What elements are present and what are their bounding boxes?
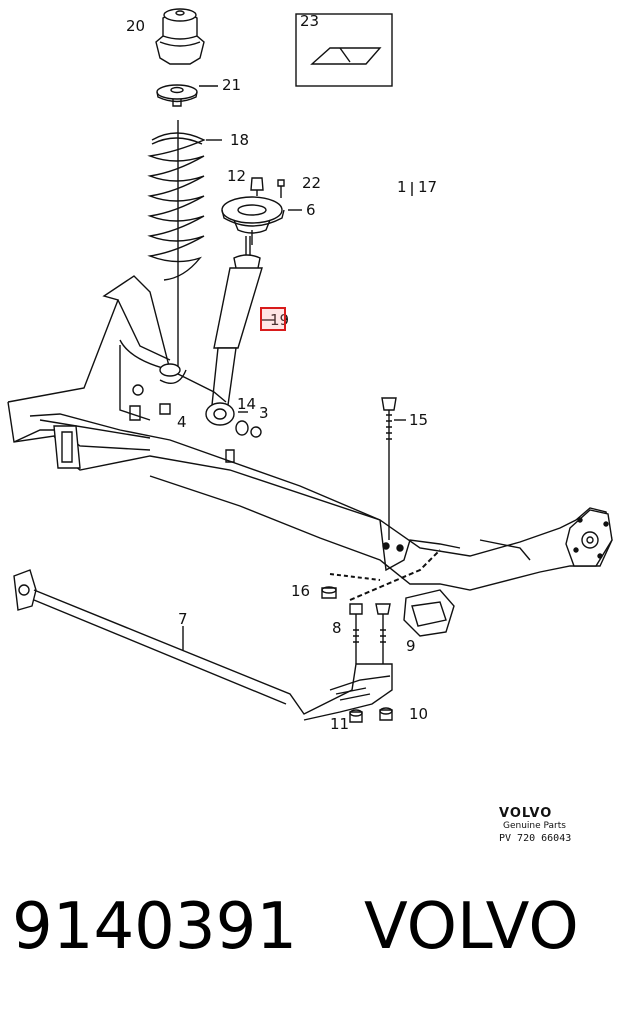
callout-1: 1 bbox=[397, 178, 407, 196]
diagram-reference: PV 720 66043 bbox=[499, 833, 572, 844]
callout-6: 6 bbox=[306, 201, 316, 219]
footer-brand: VOLVO bbox=[364, 890, 579, 964]
long-bolt-part bbox=[381, 397, 406, 540]
bolts-part-8-9 bbox=[349, 603, 391, 664]
callout-20: 20 bbox=[126, 17, 146, 35]
upper-spring-seat-part bbox=[156, 84, 218, 107]
top-mount-part bbox=[221, 177, 302, 245]
callout-3: 3 bbox=[259, 404, 269, 422]
suspension-exploded-diagram bbox=[7, 8, 613, 723]
rear-axle-beam bbox=[7, 275, 613, 637]
callout-21: 21 bbox=[222, 76, 242, 94]
callout-22: 22 bbox=[302, 174, 322, 192]
callout-17: 17 bbox=[418, 178, 438, 196]
inset-box-part-23 bbox=[295, 13, 393, 87]
callout-14: 14 bbox=[237, 395, 257, 413]
nuts-part-10-11 bbox=[349, 707, 393, 723]
callout-23: 23 bbox=[300, 12, 320, 30]
highlighted-part-marker bbox=[260, 307, 286, 331]
genuine-parts-label: Genuine Parts bbox=[503, 821, 566, 831]
part-number: 9140391 bbox=[12, 890, 298, 964]
shock-absorber-part bbox=[205, 236, 275, 426]
bushing-nut-part bbox=[235, 411, 262, 438]
nut-part-16 bbox=[321, 586, 337, 599]
callout-15: 15 bbox=[409, 411, 429, 429]
callout-8: 8 bbox=[332, 619, 342, 637]
panhard-bar-part bbox=[13, 569, 393, 721]
callout-10: 10 bbox=[409, 705, 429, 723]
callout-11: 11 bbox=[330, 715, 350, 733]
callout-18: 18 bbox=[230, 131, 250, 149]
callout-12: 12 bbox=[227, 167, 247, 185]
volvo-logo: VOLVO bbox=[499, 806, 553, 821]
bump-stop-part bbox=[155, 8, 205, 65]
callout-7: 7 bbox=[178, 610, 188, 628]
callout-4: 4 bbox=[177, 413, 187, 431]
callout-16: 16 bbox=[291, 582, 311, 600]
coil-spring-part bbox=[147, 120, 222, 370]
nut-part-4 bbox=[159, 403, 171, 415]
callout-9: 9 bbox=[406, 637, 416, 655]
